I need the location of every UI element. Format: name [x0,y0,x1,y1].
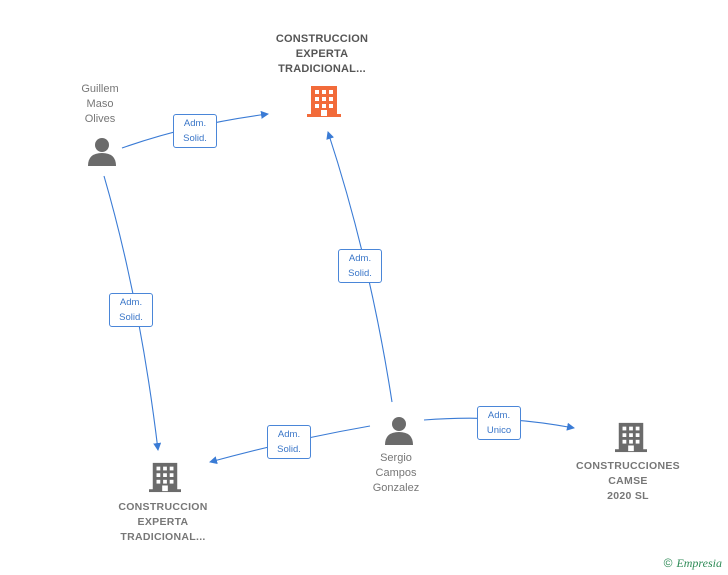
edge-label-line: Adm. [348,253,372,264]
edge-label-line: Adm. [487,410,511,421]
person-name-line: Olives [84,113,116,125]
edge-label[interactable]: Adm. Solid. [267,425,311,459]
building-icon[interactable] [149,460,181,494]
person-name-line: Maso [86,98,114,110]
edge-label-line: Adm. [277,429,301,440]
edge-label-line: Solid. [183,133,207,144]
copyright-symbol: © [663,556,673,570]
person-name-line: Campos [375,467,417,479]
company-name-line: CONSTRUCCIONES [576,460,680,472]
edge-label-line: Solid. [119,312,143,323]
edge-label-line: Solid. [348,268,372,279]
building-icon[interactable] [615,420,647,454]
edge-label[interactable]: Adm. Solid. [109,293,153,327]
person-guillem-label: Guillem Maso Olives [60,82,140,127]
company-name-line: CAMSE [608,475,648,487]
edge-label[interactable]: Adm. Solid. [338,249,382,283]
empresia-logo[interactable]: ©Empresia [664,556,722,571]
company-name-line: TRADICIONAL... [120,531,206,543]
edge-label-line: Unico [486,425,512,436]
company-name-line: CONSTRUCCION [118,501,208,513]
company-bottom-left-label: CONSTRUCCION EXPERTA TRADICIONAL... [103,500,223,545]
company-camse-label: CONSTRUCCIONES CAMSE 2020 SL [563,459,693,504]
edge-label[interactable]: Adm. Unico [477,406,521,440]
edge-label-line: Solid. [277,444,301,455]
edge-label-line: Adm. [183,118,207,129]
person-name-line: Guillem [81,83,119,95]
person-sergio-label: Sergio Campos Gonzalez [356,451,436,496]
person-icon[interactable] [87,136,117,166]
building-icon[interactable] [307,84,341,118]
person-icon[interactable] [384,415,414,445]
company-name-line: 2020 SL [607,490,649,502]
edge-label-line: Adm. [119,297,143,308]
main-company-line: TRADICIONAL... [278,63,366,75]
main-company-label: CONSTRUCCION EXPERTA TRADICIONAL... [252,32,392,77]
person-name-line: Gonzalez [372,482,420,494]
main-company-line: CONSTRUCCION [275,33,369,45]
person-name-line: Sergio [380,452,412,464]
company-name-line: EXPERTA [137,516,189,528]
edge-label[interactable]: Adm. Solid. [173,114,217,148]
main-company-line: EXPERTA [295,48,349,60]
brand-name: Empresia [676,556,722,570]
